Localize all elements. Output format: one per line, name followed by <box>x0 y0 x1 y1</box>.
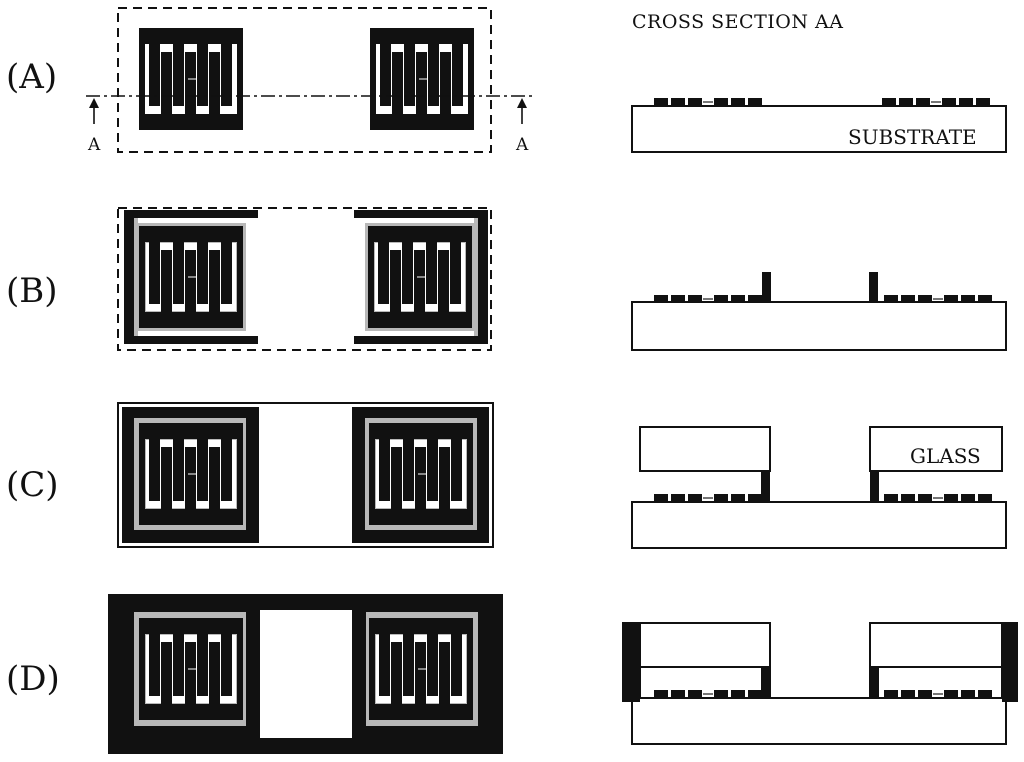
step-label-d: (D) <box>6 659 60 699</box>
electrode-pads-left <box>654 494 762 501</box>
step-label-b: (B) <box>6 271 58 311</box>
dashed-chip-outline <box>117 7 492 153</box>
electrode-pads-right <box>882 98 990 105</box>
spacer-wall-right <box>869 272 878 302</box>
section-marker-left: A <box>87 98 101 155</box>
electrode-pads-left <box>654 295 762 302</box>
section-marker-letter-left: A <box>87 135 101 155</box>
spacer-wall-left <box>761 471 770 502</box>
spacer-frame-right <box>354 210 488 344</box>
comb-electrode-right <box>366 615 476 723</box>
comb-electrode-left <box>139 28 243 130</box>
step-b-cross-section <box>631 272 1007 351</box>
seal-wall-right <box>1002 622 1018 702</box>
step-c-cross-section: GLASS <box>631 426 1007 549</box>
step-b-top-view <box>117 207 492 351</box>
section-marker-letter-right: A <box>515 135 529 155</box>
step-c-top-view <box>117 402 494 548</box>
chip-outline <box>117 402 494 548</box>
electrode-pads-right <box>884 494 992 501</box>
step-label-a: (A) <box>6 57 57 97</box>
substrate <box>631 301 1007 351</box>
substrate <box>631 105 1007 153</box>
step-d-cross-section <box>622 622 1018 745</box>
glass-slab-right <box>869 622 1003 668</box>
dashed-chip-outline <box>117 207 492 351</box>
spacer-wall-right <box>870 668 879 698</box>
cross-section-title: CROSS SECTION AA <box>632 11 843 33</box>
spacer-wall-left <box>762 272 771 302</box>
substrate <box>631 697 1007 745</box>
glass-label: GLASS <box>910 444 981 468</box>
substrate <box>631 501 1007 549</box>
comb-electrode-left <box>136 223 246 331</box>
comb-electrode-right <box>365 223 475 331</box>
comb-electrode-right <box>370 28 474 130</box>
step-d-top-view <box>108 594 503 754</box>
comb-electrode-left <box>136 420 246 528</box>
step-a-top-view: A A <box>86 7 534 155</box>
section-marker-right: A <box>515 98 529 155</box>
substrate-label: SUBSTRATE <box>848 125 977 149</box>
electrode-pads-left <box>654 98 762 105</box>
spacer-wall-right <box>870 471 879 502</box>
central-window <box>260 610 352 738</box>
glass-slab-left <box>639 622 771 668</box>
step-label-c: (C) <box>6 465 59 505</box>
comb-electrode-left <box>136 615 246 723</box>
electrode-pads-right <box>884 295 992 302</box>
step-a-cross-section: SUBSTRATE <box>631 98 1007 153</box>
spacer-wall-left <box>761 668 770 698</box>
glass-slab-right <box>869 426 1003 472</box>
seal-wall-left <box>622 622 640 702</box>
glass-slab-left <box>639 426 771 472</box>
comb-electrode-right <box>366 420 476 528</box>
